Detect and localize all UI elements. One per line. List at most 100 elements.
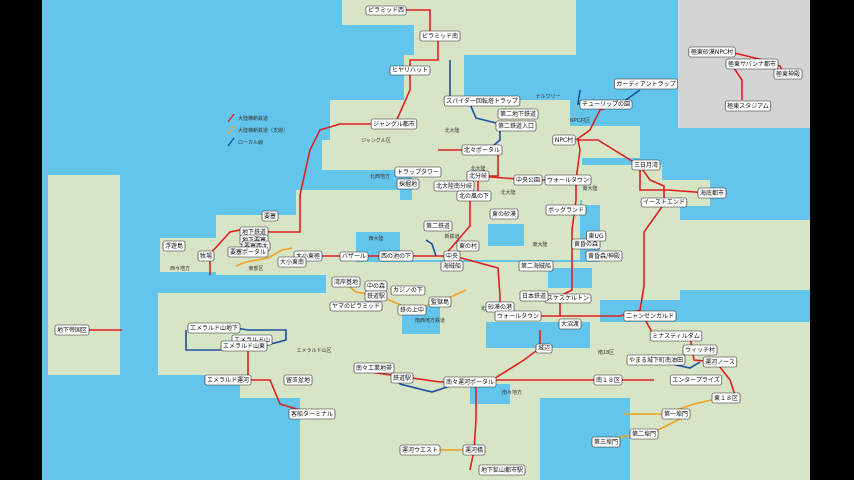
- station[interactable]: 北分岐: [466, 170, 490, 182]
- station[interactable]: エメラルド運河: [204, 374, 252, 386]
- station[interactable]: 二ャンゼンガルド: [623, 310, 677, 322]
- station[interactable]: 湾岸基地: [331, 276, 361, 288]
- station[interactable]: 海底都市: [697, 187, 727, 199]
- station[interactable]: 日本鉄道: [519, 290, 549, 302]
- station-box: [370, 118, 418, 130]
- station[interactable]: エンタープライズ: [669, 374, 723, 386]
- station[interactable]: 黄昏の森: [571, 238, 601, 250]
- station-box: [489, 208, 519, 220]
- place-label: 北大陸: [500, 189, 515, 196]
- station[interactable]: バザール: [339, 251, 369, 262]
- station[interactable]: 要塞ポータル: [227, 246, 269, 258]
- station[interactable]: 採掘地: [396, 178, 420, 190]
- station[interactable]: ピラミッド西: [365, 5, 407, 16]
- station[interactable]: 中央公園: [513, 174, 543, 186]
- station[interactable]: やまる城下町南油田: [626, 354, 686, 366]
- station[interactable]: 南１８区: [593, 374, 623, 386]
- station[interactable]: 東１８区: [711, 392, 741, 404]
- station[interactable]: イーストエンド: [640, 197, 688, 208]
- station[interactable]: 極東砂漠NPC村: [688, 46, 736, 58]
- station[interactable]: 鉄道駅: [390, 372, 414, 384]
- station[interactable]: 第二鉄道: [423, 220, 453, 232]
- station[interactable]: 極東神殿: [773, 68, 803, 80]
- station[interactable]: 南々工業地帯: [353, 362, 395, 374]
- station-name: ウォールタウン: [547, 176, 589, 184]
- station[interactable]: チューリップの園: [579, 99, 633, 110]
- station[interactable]: ボッグランド: [545, 204, 587, 216]
- station[interactable]: 運河橋: [462, 444, 486, 456]
- station[interactable]: 中の森: [364, 280, 388, 292]
- station[interactable]: スケスケルトン: [544, 293, 592, 304]
- station[interactable]: ウォールタウン: [494, 310, 542, 322]
- station[interactable]: 黄昏森/神殿: [585, 250, 623, 262]
- station[interactable]: 監獄島: [428, 296, 452, 308]
- station[interactable]: 東UG: [586, 230, 607, 242]
- station-name: ヤマのピラミッド: [332, 303, 380, 310]
- station-name: 第二地下鉄道: [500, 110, 536, 118]
- station[interactable]: 極東スタジアム: [724, 100, 772, 112]
- station[interactable]: エメラルド山地下: [187, 322, 241, 334]
- station[interactable]: 砂漠の港: [485, 301, 515, 313]
- station[interactable]: 海賊船: [440, 260, 464, 272]
- station[interactable]: 留玉盆地: [283, 374, 313, 386]
- station[interactable]: 浮遊島: [162, 240, 186, 252]
- station[interactable]: 運河ノース: [702, 356, 738, 368]
- station[interactable]: 第三埠門: [591, 436, 621, 448]
- station[interactable]: 第二地下鉄道: [497, 108, 539, 120]
- station-box: [428, 296, 452, 308]
- station[interactable]: 鉄道駅: [364, 290, 388, 302]
- station-box: [397, 304, 427, 316]
- station[interactable]: トラップタワー: [394, 166, 442, 178]
- station[interactable]: 第二埠門: [629, 428, 659, 440]
- station[interactable]: 極東サバンナ都市: [725, 58, 779, 70]
- station[interactable]: 第一埠門: [661, 408, 691, 420]
- station[interactable]: 鉄の上中: [397, 304, 427, 316]
- station[interactable]: 第二海賊船: [518, 260, 554, 272]
- station[interactable]: ジャングル都市: [370, 118, 418, 130]
- station[interactable]: エメラルド山東: [220, 340, 268, 352]
- station-name: 東の砂漠: [492, 210, 516, 218]
- station[interactable]: ウォールタウン: [544, 174, 592, 186]
- station[interactable]: 城辺: [535, 343, 553, 354]
- station[interactable]: 客船ターミナル: [288, 408, 336, 420]
- station[interactable]: 中央: [443, 250, 461, 262]
- station[interactable]: 東の砂漠: [489, 208, 519, 220]
- station[interactable]: 北の風の下: [456, 190, 492, 202]
- station-box: [187, 322, 241, 334]
- station[interactable]: スパイダー回転塔トラップ: [443, 95, 521, 107]
- station[interactable]: 北大陸南分岐: [433, 180, 475, 192]
- station[interactable]: 南々運河ポータル: [443, 376, 497, 388]
- station[interactable]: カジノの下: [390, 285, 426, 296]
- station[interactable]: 三日月湾: [631, 159, 661, 171]
- station[interactable]: 大沼渡: [558, 318, 582, 330]
- station[interactable]: 地下鉱山都市駅: [478, 464, 526, 476]
- station-box: [725, 58, 779, 70]
- station[interactable]: 地下帝国区: [54, 324, 90, 336]
- legend-label-main: 大陸横断鉄道: [238, 115, 268, 122]
- station-box: [443, 95, 521, 107]
- station[interactable]: ヤマのピラミッド: [329, 301, 383, 312]
- station[interactable]: 北々ポータル: [461, 144, 503, 156]
- station[interactable]: ヒヤリハット: [389, 65, 431, 76]
- station[interactable]: 東の村: [456, 240, 480, 252]
- station[interactable]: ウィッチ村: [682, 344, 718, 356]
- station[interactable]: 牧場: [197, 250, 215, 262]
- station-name: トラップタワー: [397, 168, 439, 176]
- station-name: 城辺: [538, 345, 550, 352]
- station-box: [586, 230, 607, 242]
- station[interactable]: ピラミッド南: [419, 30, 461, 42]
- station[interactable]: 大小東南: [277, 256, 307, 268]
- land-far-west: [48, 175, 120, 375]
- station[interactable]: 第二鉄道入口: [495, 120, 537, 132]
- station-box: [423, 220, 453, 232]
- station[interactable]: ガーディアントラップ: [614, 78, 678, 90]
- station-name: 浮遊島: [165, 242, 183, 250]
- station[interactable]: 西の池の下: [378, 250, 414, 262]
- station[interactable]: ミナスティルダム: [649, 330, 703, 342]
- station-name: 中央公園: [516, 176, 540, 184]
- station[interactable]: 運河ウエスト: [399, 444, 441, 456]
- station[interactable]: 要塞: [261, 210, 279, 222]
- station[interactable]: NPC村: [552, 134, 576, 146]
